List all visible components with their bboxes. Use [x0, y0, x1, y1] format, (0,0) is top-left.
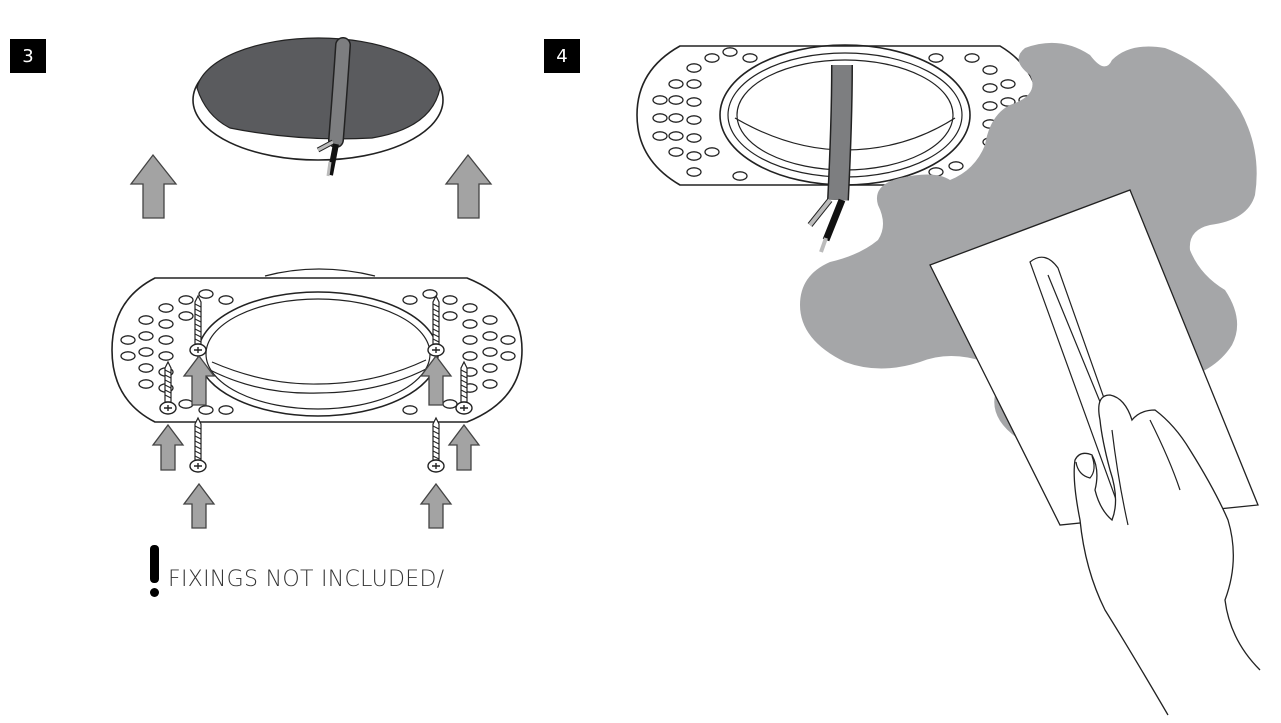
- perforation-hole: [482, 331, 498, 341]
- perforation-hole: [652, 113, 668, 123]
- perforation-hole: [422, 289, 438, 299]
- perforation-hole: [668, 95, 684, 105]
- perforation-hole: [482, 379, 498, 389]
- perforation-hole: [158, 335, 174, 345]
- perforation-hole: [462, 303, 478, 313]
- perforation-hole: [668, 79, 684, 89]
- perforation-hole: [178, 311, 194, 321]
- perforation-hole: [668, 131, 684, 141]
- perforation-hole: [482, 347, 498, 357]
- perforation-hole: [120, 335, 136, 345]
- up-arrow-right: [444, 153, 493, 219]
- perforation-hole: [158, 351, 174, 361]
- perforation-hole: [158, 303, 174, 313]
- up-arrow-left: [129, 153, 178, 219]
- perforation-hole: [668, 147, 684, 157]
- screw: [427, 416, 445, 473]
- perforation-hole: [462, 351, 478, 361]
- perforation-hole: [964, 53, 980, 63]
- perforation-hole: [500, 351, 516, 361]
- perforation-hole: [462, 335, 478, 345]
- perforation-hole: [402, 295, 418, 305]
- screw-arrows: [151, 354, 481, 529]
- perforation-hole: [732, 171, 748, 181]
- perforation-hole: [178, 295, 194, 305]
- screw: [159, 360, 177, 415]
- perforation-hole: [742, 53, 758, 63]
- perforation-hole: [138, 363, 154, 373]
- perforation-hole: [982, 101, 998, 111]
- perforation-hole: [402, 405, 418, 415]
- perforation-hole: [928, 53, 944, 63]
- perforation-hole: [652, 95, 668, 105]
- perforation-hole: [500, 335, 516, 345]
- perforation-hole: [686, 115, 702, 125]
- perforation-hole: [138, 379, 154, 389]
- ceiling-cutout: [192, 37, 444, 161]
- perforation-hole: [686, 133, 702, 143]
- perforation-hole: [686, 167, 702, 177]
- perforation-hole: [482, 363, 498, 373]
- perforation-hole: [652, 131, 668, 141]
- perforation-hole: [462, 319, 478, 329]
- screw: [455, 360, 473, 415]
- perforation-hole: [218, 295, 234, 305]
- perforation-hole: [482, 315, 498, 325]
- exclamation-icon: [150, 545, 159, 599]
- perforation-hole: [686, 97, 702, 107]
- perforation-hole: [982, 65, 998, 75]
- perforation-hole: [686, 63, 702, 73]
- perforation-hole: [198, 405, 214, 415]
- perforation-hole: [442, 295, 458, 305]
- perforation-hole: [1000, 79, 1016, 89]
- warning-note: FIXINGS NOT INCLUDED/: [150, 545, 444, 599]
- perforation-hole: [138, 315, 154, 325]
- perforation-hole: [218, 405, 234, 415]
- perforation-hole: [138, 331, 154, 341]
- power-cable-step3: [316, 37, 351, 177]
- perforation-hole: [178, 399, 194, 409]
- perforation-hole: [138, 347, 154, 357]
- perforation-hole: [120, 351, 136, 361]
- warning-text: FIXINGS NOT INCLUDED/: [168, 567, 445, 592]
- perforation-hole: [722, 47, 738, 57]
- perforation-hole: [982, 83, 998, 93]
- perforation-hole: [686, 151, 702, 161]
- fixing-screws: [159, 294, 473, 473]
- hand: [1073, 394, 1261, 716]
- perforation-hole: [442, 311, 458, 321]
- perforation-hole: [668, 113, 684, 123]
- power-cable-step4: [807, 64, 853, 253]
- screw: [189, 294, 207, 357]
- perforation-hole: [686, 79, 702, 89]
- perforation-hole: [948, 161, 964, 171]
- perforation-hole: [158, 319, 174, 329]
- perforation-hole: [198, 289, 214, 299]
- step-number-3: 3: [10, 39, 46, 73]
- perforation-hole: [704, 53, 720, 63]
- step-number-4: 4: [544, 39, 580, 73]
- perforation-hole: [442, 399, 458, 409]
- screw: [427, 294, 445, 357]
- screw: [189, 416, 207, 473]
- perforation-hole: [704, 147, 720, 157]
